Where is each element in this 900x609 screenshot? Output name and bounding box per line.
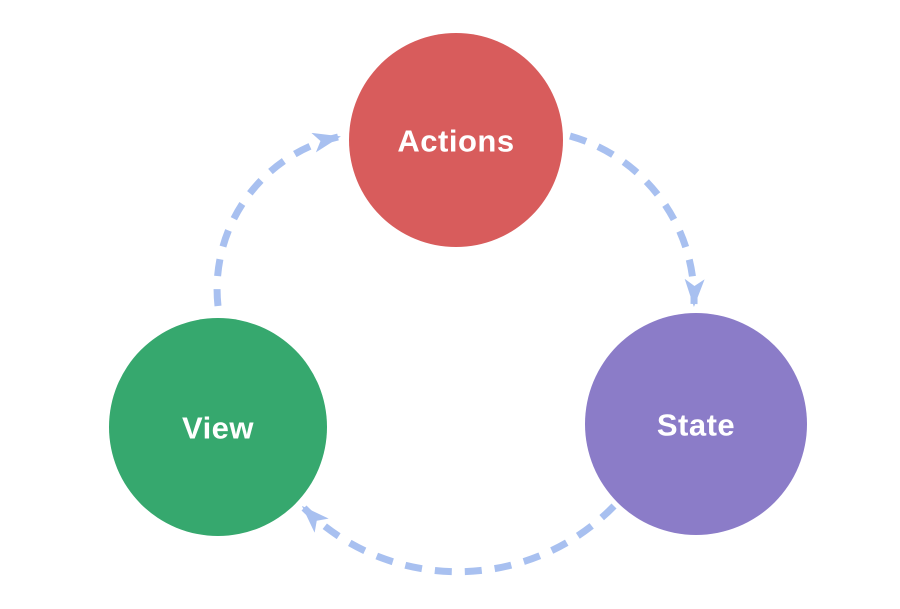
view-node-label: View: [182, 411, 254, 446]
arrow-view-to-actions: [213, 132, 341, 307]
actions-node-circle: [349, 33, 563, 247]
state-node-circle: [585, 313, 807, 535]
state-node-label: State: [657, 408, 735, 443]
actions-node-label: Actions: [397, 124, 514, 159]
arrow-state-to-view: [301, 503, 617, 576]
view-node-circle: [109, 318, 327, 536]
arrow-actions-to-state: [569, 132, 705, 307]
